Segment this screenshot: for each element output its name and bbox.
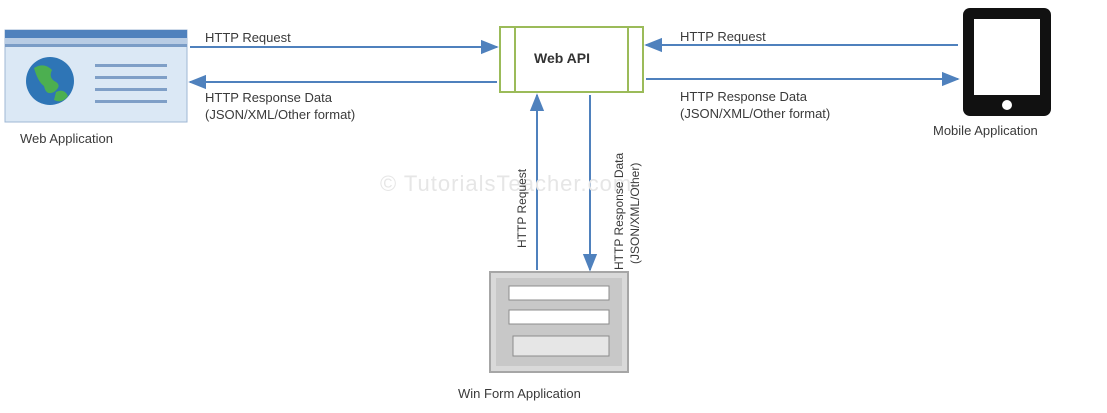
mobile-application-icon xyxy=(963,8,1051,116)
web-response-label-line2: (JSON/XML/Other format) xyxy=(205,107,356,122)
watermark: © TutorialsTeacher.com xyxy=(380,171,633,196)
winform-response-label-line2: (JSON/XML/Other) xyxy=(628,162,642,264)
mobile-request-label: HTTP Request xyxy=(680,29,766,44)
mobile-application-label: Mobile Application xyxy=(933,123,1038,138)
web-response-label-line1: HTTP Response Data xyxy=(205,90,332,105)
mobile-response-label-line1: HTTP Response Data xyxy=(680,89,807,104)
web-request-label: HTTP Request xyxy=(205,30,291,45)
winform-application-label: Win Form Application xyxy=(458,386,581,401)
mobile-response-label-line2: (JSON/XML/Other format) xyxy=(680,106,831,121)
winform-response-label-line1: HTTP Response Data xyxy=(612,152,626,270)
web-application-icon xyxy=(4,29,188,123)
winform-request-label: HTTP Request xyxy=(515,168,529,248)
web-application-label: Web Application xyxy=(20,131,113,146)
web-api-node xyxy=(499,26,644,93)
winform-application-icon xyxy=(489,271,629,373)
web-api-label: Web API xyxy=(534,50,591,66)
